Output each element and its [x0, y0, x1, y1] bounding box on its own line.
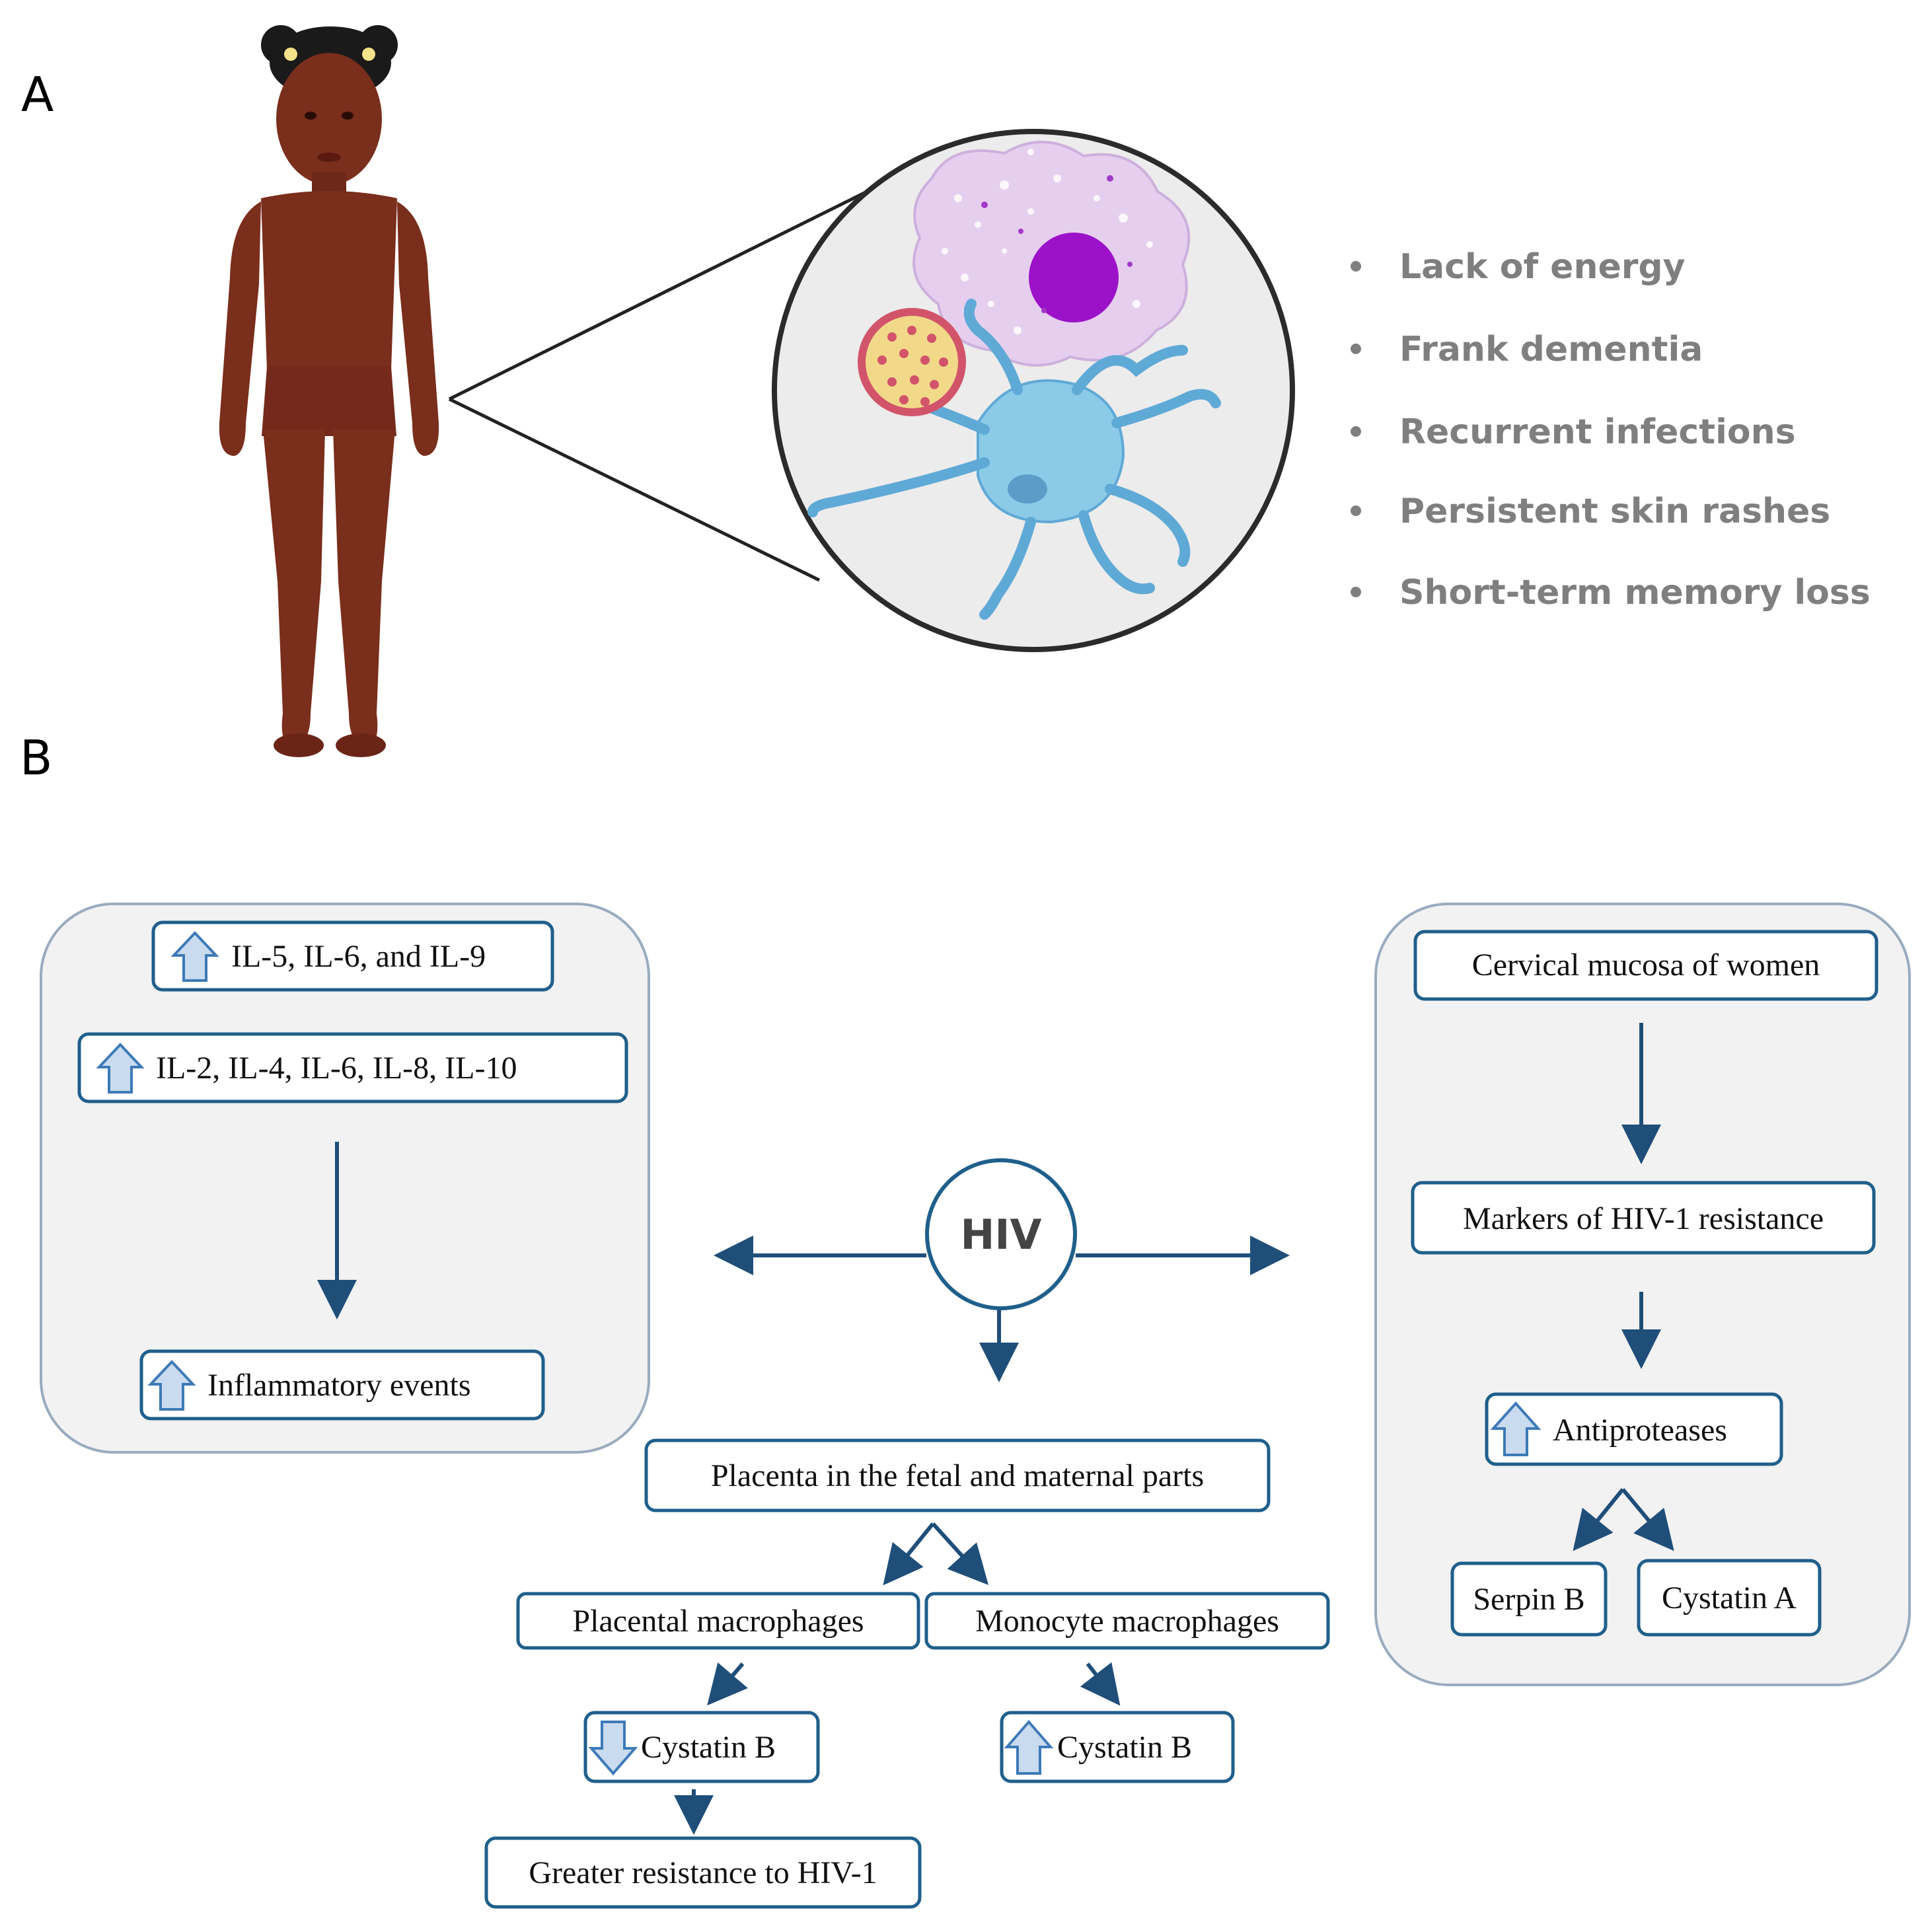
placental-macrophages-box: Placental macrophages: [516, 1592, 920, 1650]
markers-label: Markers of HIV-1 resistance: [1463, 1201, 1824, 1236]
panel-label-b: B: [20, 730, 52, 786]
zoom-line-top: [448, 190, 868, 401]
resistance-label: Greater resistance to HIV-1: [529, 1855, 877, 1890]
cystatin-b-down-box: Cystatin B: [583, 1711, 820, 1783]
arrow-to-cystatin-b-down: [707, 1662, 748, 1706]
placenta-box: Placenta in the fetal and maternal parts: [644, 1438, 1271, 1512]
macrophage-nucleus: [1029, 233, 1119, 322]
resistance-box: Greater resistance to HIV-1: [484, 1836, 922, 1909]
arrow-to-cystatin-a: [1621, 1488, 1674, 1551]
zoom-circle: [772, 129, 1295, 652]
antiproteases-box: Antiproteases: [1485, 1392, 1783, 1466]
bullet-icon: [1351, 344, 1361, 354]
symptom-item: Short-term memory loss: [1399, 573, 1871, 613]
symptom-item: Recurrent infections: [1399, 412, 1796, 452]
down-arrow-icon: [588, 1721, 638, 1776]
cystatin-b-up-label: Cystatin B: [1057, 1730, 1192, 1765]
inflammatory-label: Inflammatory events: [207, 1368, 471, 1403]
symptom-item: Frank dementia: [1399, 330, 1703, 369]
up-arrow-icon: [96, 1043, 145, 1094]
inflammatory-box: Inflammatory events: [139, 1349, 545, 1421]
bullet-icon: [1351, 426, 1361, 437]
arrow-to-serpin: [1573, 1488, 1625, 1551]
symptom-item: Persistent skin rashes: [1399, 492, 1830, 531]
symptom-list: Lack of energy Frank dementia Recurrent …: [1351, 247, 1871, 613]
symptom-item: Lack of energy: [1399, 247, 1686, 287]
il-group-2-label: IL-2, IL-4, IL-6, IL-8, IL-10: [156, 1051, 517, 1086]
up-arrow-icon: [1490, 1401, 1542, 1456]
up-arrow-icon: [147, 1360, 196, 1411]
arrow-to-placental-macrophages: [883, 1522, 935, 1586]
cervical-box: Cervical mucosa of women: [1413, 930, 1878, 1001]
panel-label-a: A: [21, 67, 54, 122]
bullet-icon: [1351, 587, 1361, 597]
arrow-to-monocyte-macrophages: [931, 1522, 989, 1585]
zoom-line-bottom: [448, 397, 821, 582]
hiv-node: HIV: [925, 1158, 1077, 1310]
hiv-label: HIV: [961, 1210, 1042, 1259]
markers-box: Markers of HIV-1 resistance: [1411, 1181, 1876, 1255]
virus-particle: [858, 308, 966, 416]
antiproteases-label: Antiproteases: [1553, 1413, 1727, 1448]
il-group-2-box: IL-2, IL-4, IL-6, IL-8, IL-10: [77, 1032, 628, 1103]
cystatin-b-up-box: Cystatin B: [1000, 1711, 1235, 1783]
bullet-icon: [1351, 261, 1361, 272]
monocyte-macrophages-box: Monocyte macrophages: [924, 1592, 1330, 1650]
up-arrow-icon: [1004, 1719, 1054, 1775]
cystatin-a-box: Cystatin A: [1637, 1559, 1822, 1637]
child-figure: [219, 25, 439, 757]
bullet-icon: [1351, 505, 1361, 516]
cystatin-b-down-label: Cystatin B: [641, 1730, 776, 1765]
up-arrow-icon: [170, 931, 219, 982]
cervical-label: Cervical mucosa of women: [1472, 947, 1820, 983]
placenta-label: Placenta in the fetal and maternal parts: [711, 1458, 1204, 1493]
arrow-to-cystatin-b-up: [1080, 1662, 1121, 1706]
il-group-1-box: IL-5, IL-6, and IL-9: [151, 920, 554, 992]
monocyte-macrophages-label: Monocyte macrophages: [975, 1604, 1279, 1639]
cystatin-a-label: Cystatin A: [1662, 1580, 1797, 1616]
serpin-label: Serpin B: [1473, 1582, 1584, 1617]
serpin-box: Serpin B: [1450, 1561, 1608, 1637]
placental-macrophages-label: Placental macrophages: [572, 1604, 864, 1639]
il-group-1-label: IL-5, IL-6, and IL-9: [231, 939, 486, 974]
